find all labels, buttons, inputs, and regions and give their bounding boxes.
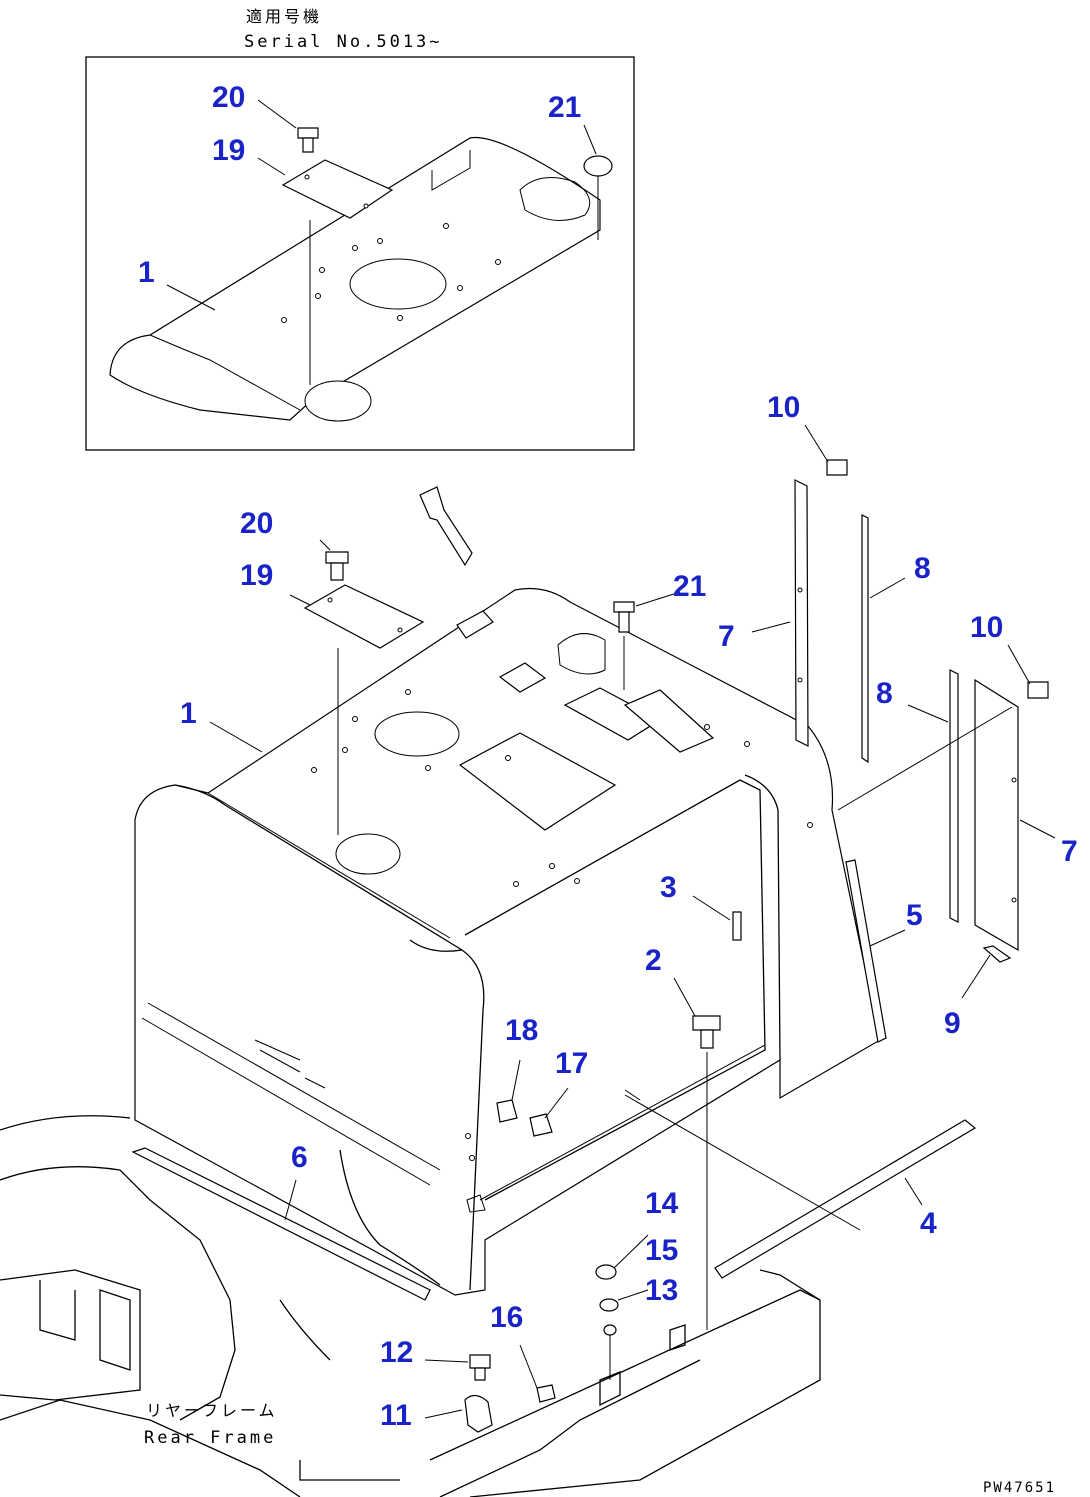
- callout-14: 14: [645, 1187, 679, 1220]
- applicable-serial-en: Serial No.5013~: [244, 32, 443, 52]
- main-assembly: [0, 424, 1056, 1497]
- callout-8-side: 8: [876, 677, 893, 710]
- callout-8-top: 8: [914, 552, 931, 585]
- applicable-serial-jp: 適用号機: [246, 7, 322, 26]
- callout-3: 3: [660, 871, 677, 904]
- callout-2: 2: [645, 944, 662, 977]
- callout-10-side: 10: [970, 611, 1003, 644]
- callout-12: 12: [380, 1336, 413, 1369]
- callout-18: 18: [505, 1014, 538, 1047]
- rear-frame-label-en: Rear Frame: [144, 1428, 276, 1448]
- callout-16: 16: [490, 1301, 523, 1334]
- callout-17: 17: [555, 1047, 588, 1080]
- callout-15: 15: [645, 1234, 678, 1267]
- callout-13: 13: [645, 1274, 678, 1307]
- rear-frame-label-jp: リヤーフレーム: [146, 1401, 278, 1420]
- callout-inset-19: 19: [212, 134, 245, 167]
- callout-11: 11: [380, 1399, 412, 1432]
- callout-inset-21: 21: [548, 91, 581, 124]
- callout-21: 21: [673, 570, 706, 603]
- callout-9: 9: [944, 1007, 961, 1040]
- inset-detail: [85, 56, 635, 451]
- callout-10-top: 10: [767, 391, 800, 424]
- callout-7-top: 7: [718, 620, 735, 653]
- drawing-number: PW47651: [983, 1480, 1056, 1496]
- callout-5: 5: [906, 899, 923, 932]
- callout-19: 19: [240, 559, 273, 592]
- callout-inset-1: 1: [138, 256, 155, 289]
- callout-6: 6: [291, 1141, 308, 1174]
- callout-1: 1: [180, 697, 197, 730]
- callout-20: 20: [240, 507, 273, 540]
- callout-inset-20: 20: [212, 81, 245, 114]
- callout-7-side: 7: [1061, 835, 1078, 868]
- callout-4: 4: [920, 1207, 937, 1240]
